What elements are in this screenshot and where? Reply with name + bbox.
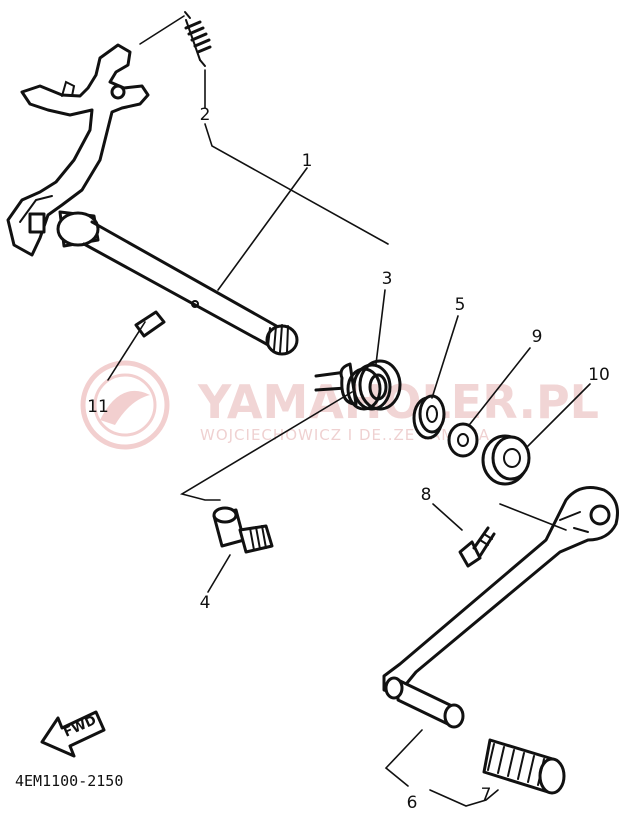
part-stopper-bolt-4 [212,506,274,554]
part-collar-5 [412,394,446,440]
part-bolt-8 [458,526,496,568]
callout-11: 11 [87,397,109,417]
callout-3: 3 [382,269,393,289]
diagram-code: 4EM1100-2150 [15,772,123,790]
part-spring-2 [184,11,212,67]
watermark-subtitle: WOJCIECHOWICZ I DE..ZE YAMAHA [200,426,490,444]
part-washer-9 [447,422,479,458]
callouts: 1 2 3 4 5 6 7 8 9 10 11 [87,105,610,813]
callout-7: 7 [481,785,492,805]
callout-2: 2 [200,105,211,125]
callout-4: 4 [200,593,211,613]
part-shift-arm [6,43,150,257]
callout-1: 1 [302,151,313,171]
callout-6: 6 [407,793,418,813]
leader-lines [107,15,591,807]
part-torsion-spring-3 [314,359,402,411]
part-pin-11 [134,310,166,338]
part-shift-pedal-6 [382,486,619,729]
callout-9: 9 [532,327,543,347]
part-seal-10 [481,434,531,486]
part-pedal-rubber-7 [482,738,566,795]
callout-10: 10 [588,365,610,385]
fwd-direction-marker: FWD [40,710,106,758]
watermark: YAMAHOLER.PL WOJCIECHOWICZ I DE..ZE YAMA… [80,360,599,450]
watermark-title: YAMAHOLER.PL [197,375,599,429]
watermark-logo-icon [80,360,170,450]
callout-8: 8 [421,485,432,505]
callout-5: 5 [455,295,466,315]
part-shift-shaft-1 [56,210,299,356]
